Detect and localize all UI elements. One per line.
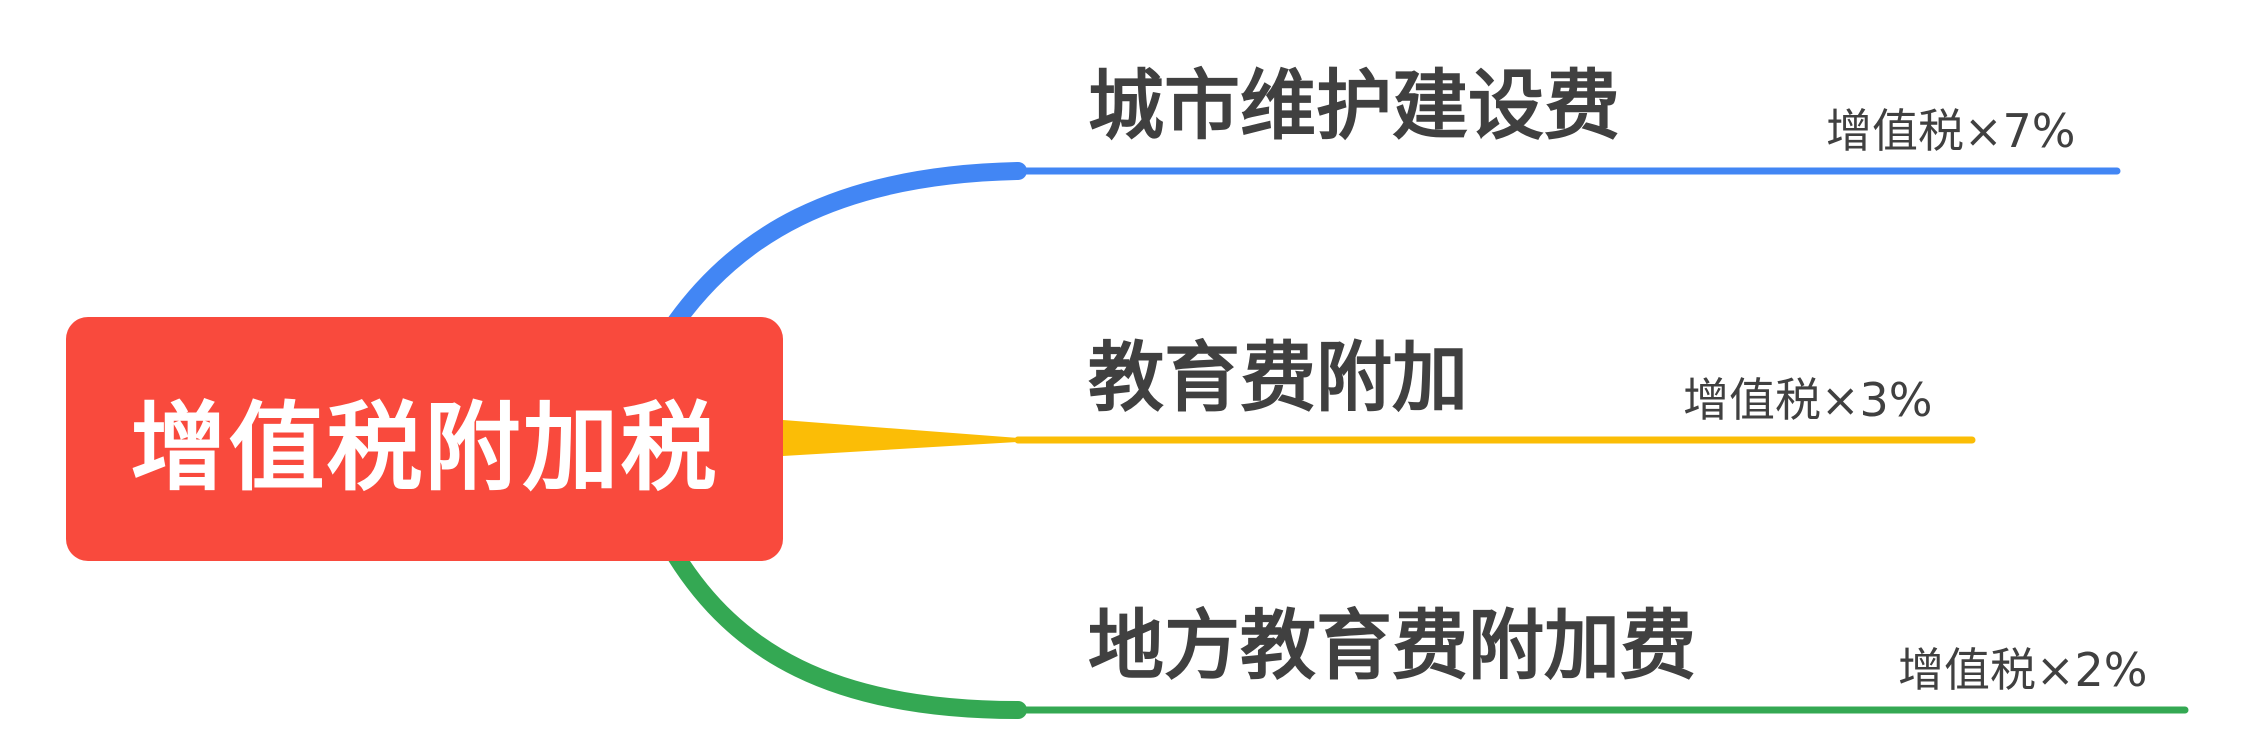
branch-connector-2-thick — [667, 547, 1027, 719]
branch-note-education-surcharge: 增值税×3% — [1683, 373, 1933, 427]
branch-note-urban-maintenance: 增值税×7% — [1826, 104, 2076, 158]
branch-connector-0-thick — [667, 162, 1027, 331]
branch-connector-1-taper — [783, 420, 1018, 456]
branch-title-local-education-surcharge[interactable]: 地方教育费附加费 — [1088, 601, 1696, 690]
branch-title-urban-maintenance[interactable]: 城市维护建设费 — [1088, 61, 1620, 150]
central-topic[interactable]: 增值税附加税 — [66, 317, 783, 561]
branch-title-education-surcharge[interactable]: 教育费附加 — [1088, 333, 1468, 422]
branch-note-local-education-surcharge: 增值税×2% — [1898, 643, 2148, 697]
central-topic-label: 增值税附加税 — [130, 391, 719, 504]
